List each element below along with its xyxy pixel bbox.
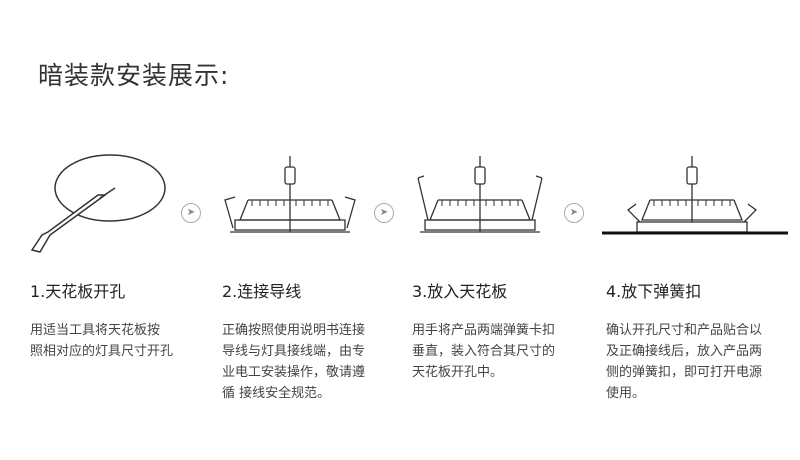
insert-ceiling-illustration: [417, 156, 543, 233]
desc-line: 照相对应的灯具尺寸开孔: [30, 344, 174, 359]
step-4: 4.放下弹簧扣 确认开孔尺寸和产品贴合以及正确接线后，放入产品两侧的弹簧扣，即可…: [606, 278, 791, 404]
step-description: 确认开孔尺寸和产品贴合以及正确接线后，放入产品两侧的弹簧扣，即可打开电源使用。: [606, 320, 791, 404]
desc-line: 循 接线安全规范。: [222, 386, 331, 401]
desc-line: 用适当工具将天花板按: [30, 323, 161, 338]
desc-line: 天花板开孔中。: [412, 365, 504, 380]
desc-line: 垂直，装入符合其尺寸的: [412, 344, 556, 359]
step-1: 1.天花板开孔 用适当工具将天花板按照相对应的灯具尺寸开孔: [30, 278, 215, 362]
step-description: 正确按照使用说明书连接导线与灯具接线端，由专业电工安装操作，敬请遵循 接线安全规…: [222, 320, 407, 404]
spring-clip-illustration: [602, 156, 788, 235]
step-3: 3.放入天花板 用手将产品两端弹簧卡扣垂直，装入符合其尺寸的天花板开孔中。: [412, 278, 597, 383]
step-description: 用适当工具将天花板按照相对应的灯具尺寸开孔: [30, 320, 215, 362]
step-heading: 4.放下弹簧扣: [606, 282, 702, 301]
cut-hole-illustration: [30, 154, 166, 253]
step-description: 用手将产品两端弹簧卡扣垂直，装入符合其尺寸的天花板开孔中。: [412, 320, 597, 383]
next-arrow-icon: ➤: [564, 203, 584, 223]
desc-line: 业电工安装操作，敬请遵: [222, 365, 366, 380]
step-2: 2.连接导线 正确按照使用说明书连接导线与灯具接线端，由专业电工安装操作，敬请遵…: [222, 278, 407, 404]
step-heading: 1.天花板开孔: [30, 282, 126, 301]
step-heading: 2.连接导线: [222, 282, 302, 301]
page-title: 暗装款安装展示:: [38, 61, 230, 90]
desc-line: 确认开孔尺寸和产品贴合以: [606, 323, 763, 338]
next-arrow-icon: ➤: [374, 203, 394, 223]
next-arrow-icon: ➤: [181, 203, 201, 223]
connect-wire-illustration: [224, 156, 356, 233]
desc-line: 侧的弹簧扣，即可打开电源: [606, 365, 763, 380]
desc-line: 导线与灯具接线端，由专: [222, 344, 366, 359]
desc-line: 用手将产品两端弹簧卡扣: [412, 323, 556, 338]
desc-line: 使用。: [606, 386, 646, 401]
desc-line: 正确按照使用说明书连接: [222, 323, 366, 338]
step-heading: 3.放入天花板: [412, 282, 508, 301]
desc-line: 及正确接线后，放入产品两: [606, 344, 763, 359]
